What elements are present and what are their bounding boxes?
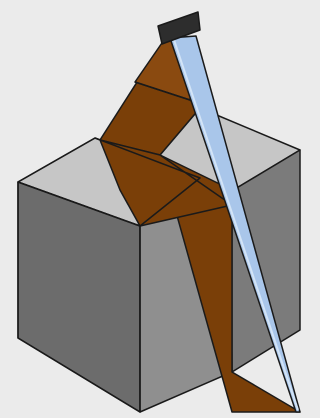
light-beam-edge [173, 39, 299, 411]
projector-block [157, 11, 201, 45]
cube-edge-lines [17, 137, 201, 413]
plane-fold-line [134, 81, 191, 101]
plane-front-wedge [99, 139, 233, 227]
